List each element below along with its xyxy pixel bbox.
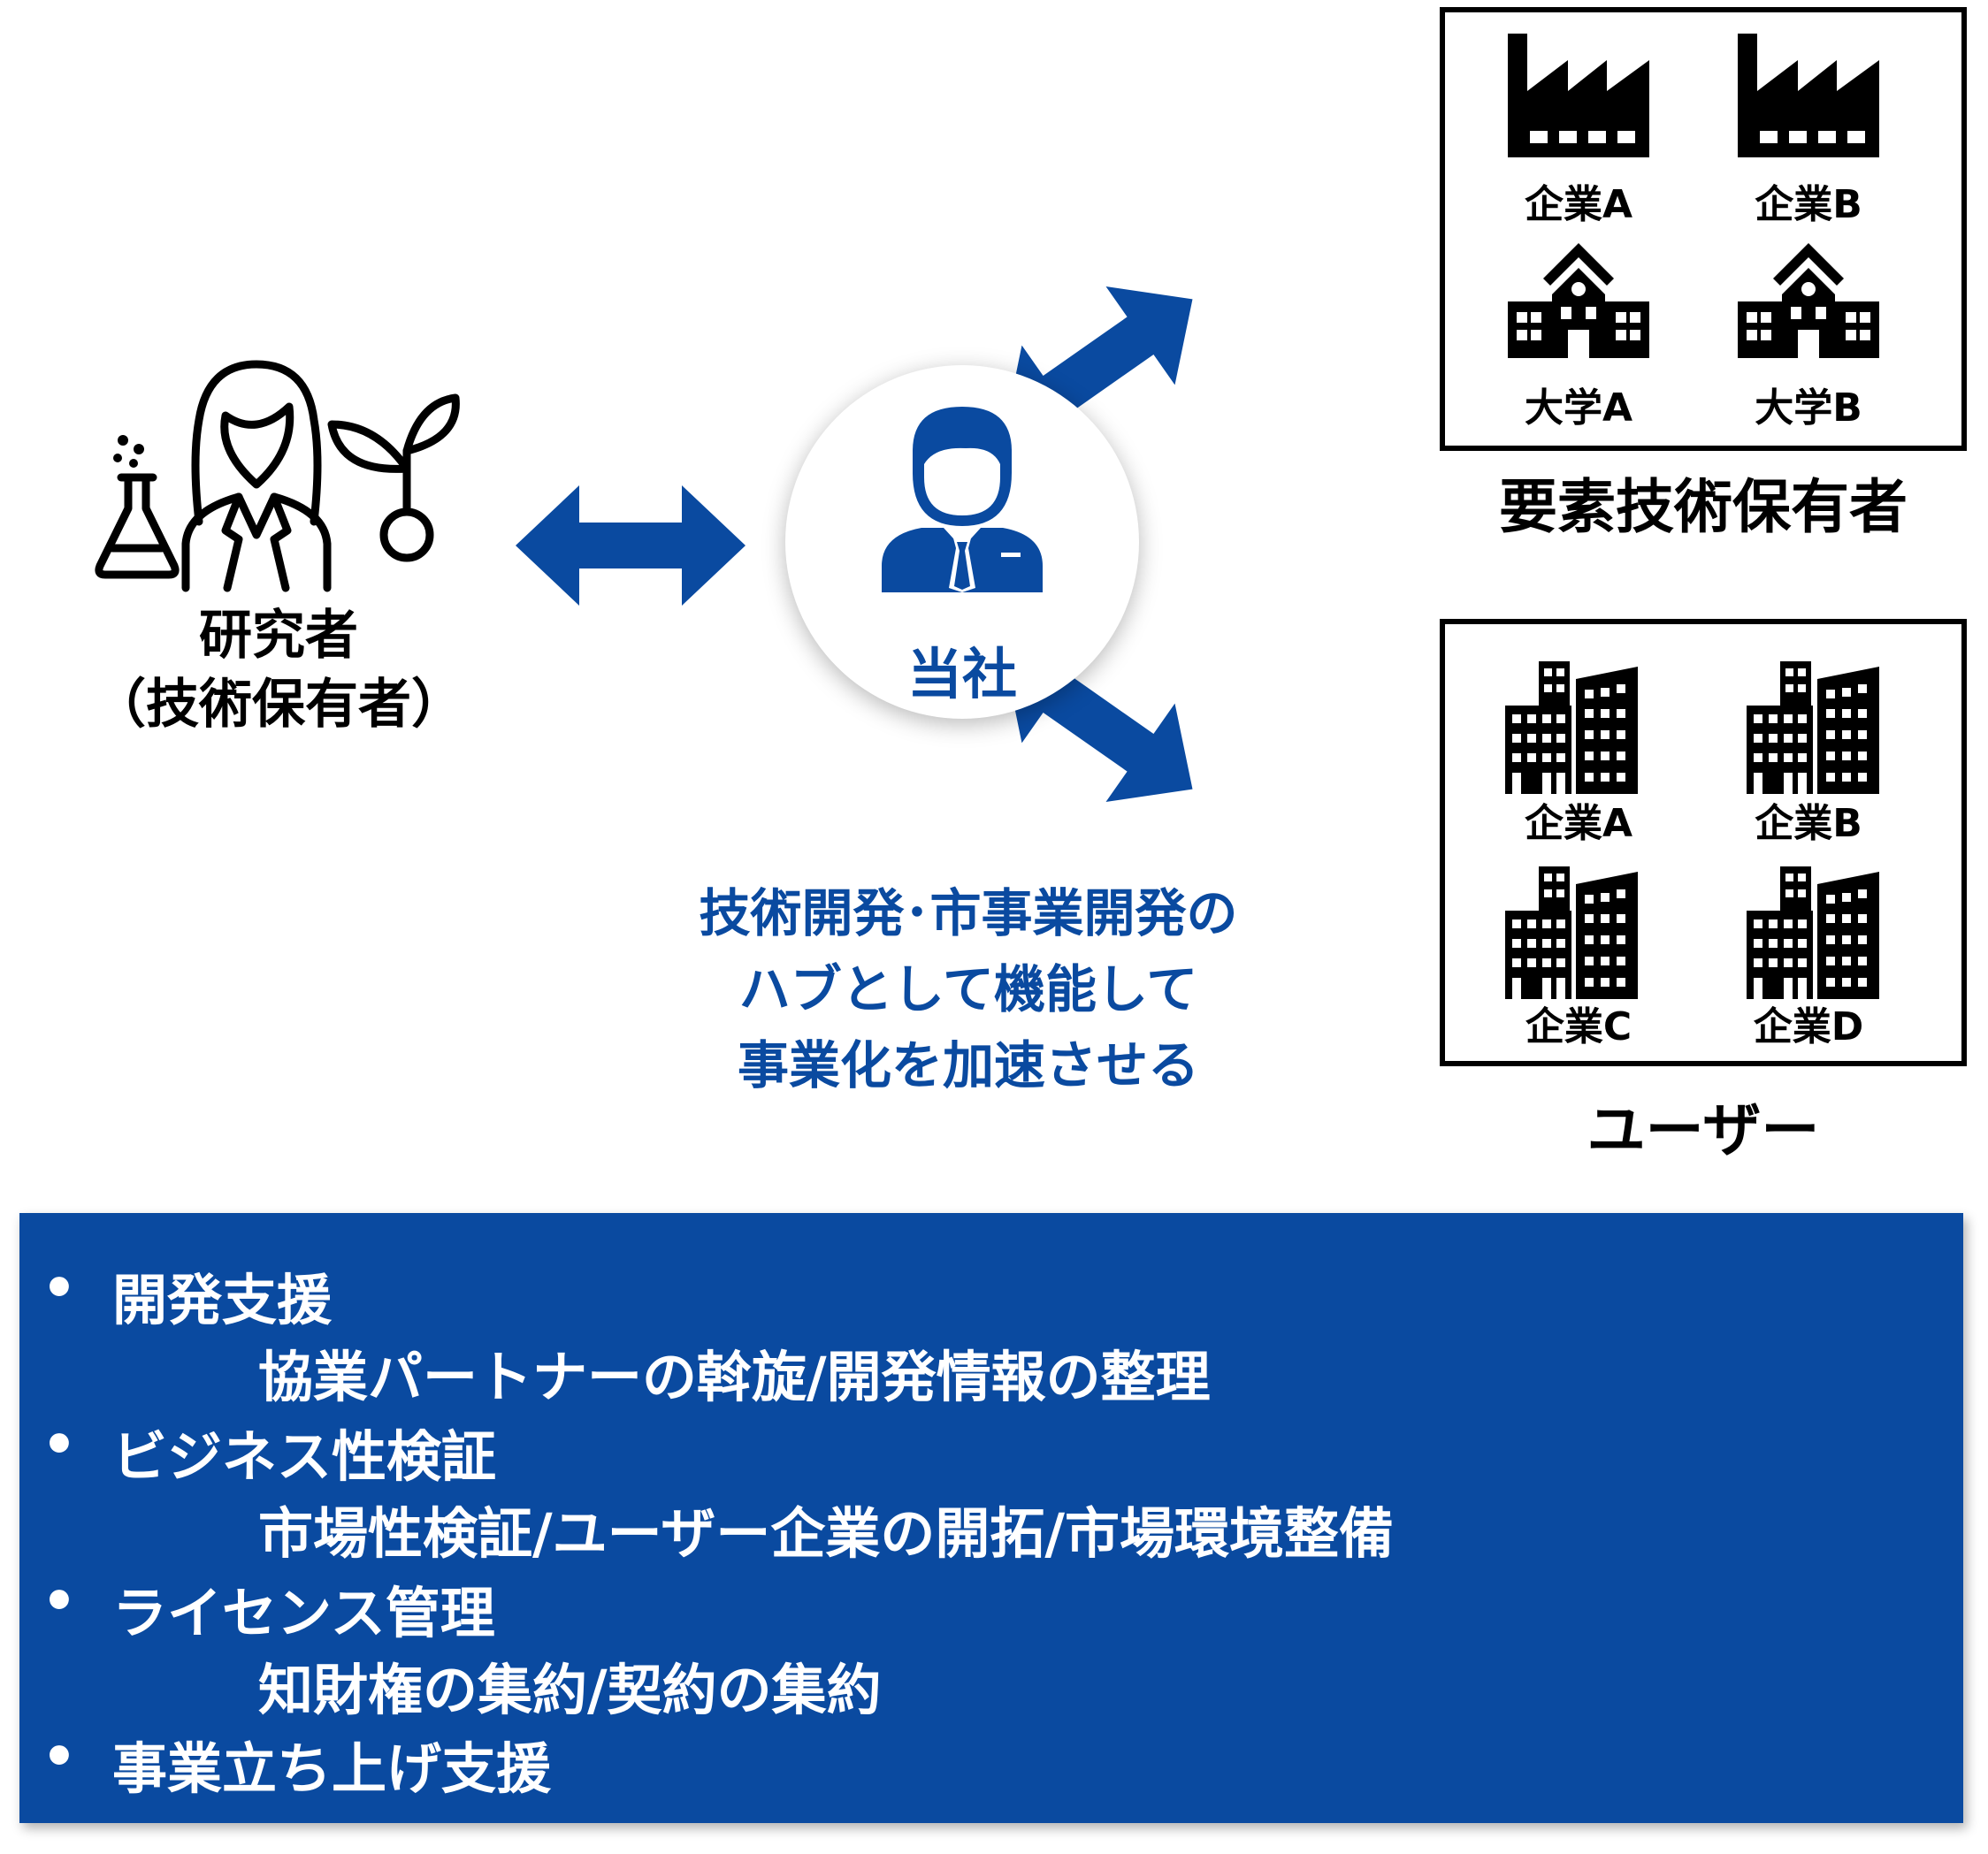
flask-icon [95,435,180,579]
service-title: ビジネス性検証 [112,1424,497,1489]
hub-description: 技術開発･市事業開発の ハブとして機能して 事業化を加速させる [548,875,1388,1103]
office-building-icon [1747,866,1879,999]
bullet: • [42,1412,77,1476]
service-title: 開発支援 [112,1268,333,1332]
tech-holder-item-1: 企業A [1524,182,1633,227]
service-detail-3: 知財権の集約/契約の集約 [258,1658,882,1722]
service-item-4: • 事業立ち上げ支援 [42,1724,552,1804]
service-detail-1: 協業パートナーの斡旋/開発情報の整理 [258,1345,1211,1409]
hub-line2: ハブとして機能して [738,959,1198,1019]
bullet: • [42,1255,77,1320]
user-item-2: 企業B [1755,801,1862,846]
user-item-4: 企業D [1753,1004,1864,1049]
scientist-woman-icon [181,360,332,592]
user-item-1: 企業A [1524,801,1633,846]
tech-holder-item-4: 大学B [1755,385,1862,431]
school-icon [1508,243,1649,358]
researcher-label: 研究者 （技術保有者） [53,601,504,739]
factory-icon [1508,34,1649,157]
service-item-2: • ビジネス性検証 [42,1412,497,1492]
service-item-3: • ライセンス管理 [42,1568,495,1648]
school-icon [1738,243,1879,358]
service-title: 事業立ち上げ支援 [112,1736,552,1801]
services-panel: • 開発支援 協業パートナーの斡旋/開発情報の整理 • ビジネス性検証 市場性検… [19,1213,1963,1823]
service-item-1: • 開発支援 [42,1255,333,1335]
researcher-label-line2: （技術保有者） [93,674,464,736]
service-detail-2: 市場性検証/ユーザー企業の開拓/市場環境整備 [258,1501,1395,1566]
researcher-icon [95,360,460,592]
researcher-label-line1: 研究者 [199,605,358,667]
user-item-3: 企業C [1525,1004,1632,1049]
office-building-icon [1505,661,1638,794]
users-title: ユーザー [1587,1096,1820,1164]
bullet: • [42,1568,77,1633]
bullet: • [42,1724,77,1789]
hub-line1: 技術開発･市事業開発の [699,883,1238,943]
hub-line3: 事業化を加速させる [737,1035,1199,1095]
office-building-icon [1747,661,1879,794]
factory-icon [1738,34,1879,157]
tech-holder-item-3: 大学A [1524,385,1633,431]
office-building-icon [1505,866,1638,999]
tech-holders-title: 要素技術保有者 [1499,473,1908,541]
sprout-icon [327,393,460,562]
double-arrow-researcher-company [516,485,746,606]
company-label: 当社 [906,642,1017,706]
service-title: ライセンス管理 [112,1581,495,1645]
businessman-icon [882,407,1043,592]
tech-holder-item-2: 企業B [1755,182,1862,227]
